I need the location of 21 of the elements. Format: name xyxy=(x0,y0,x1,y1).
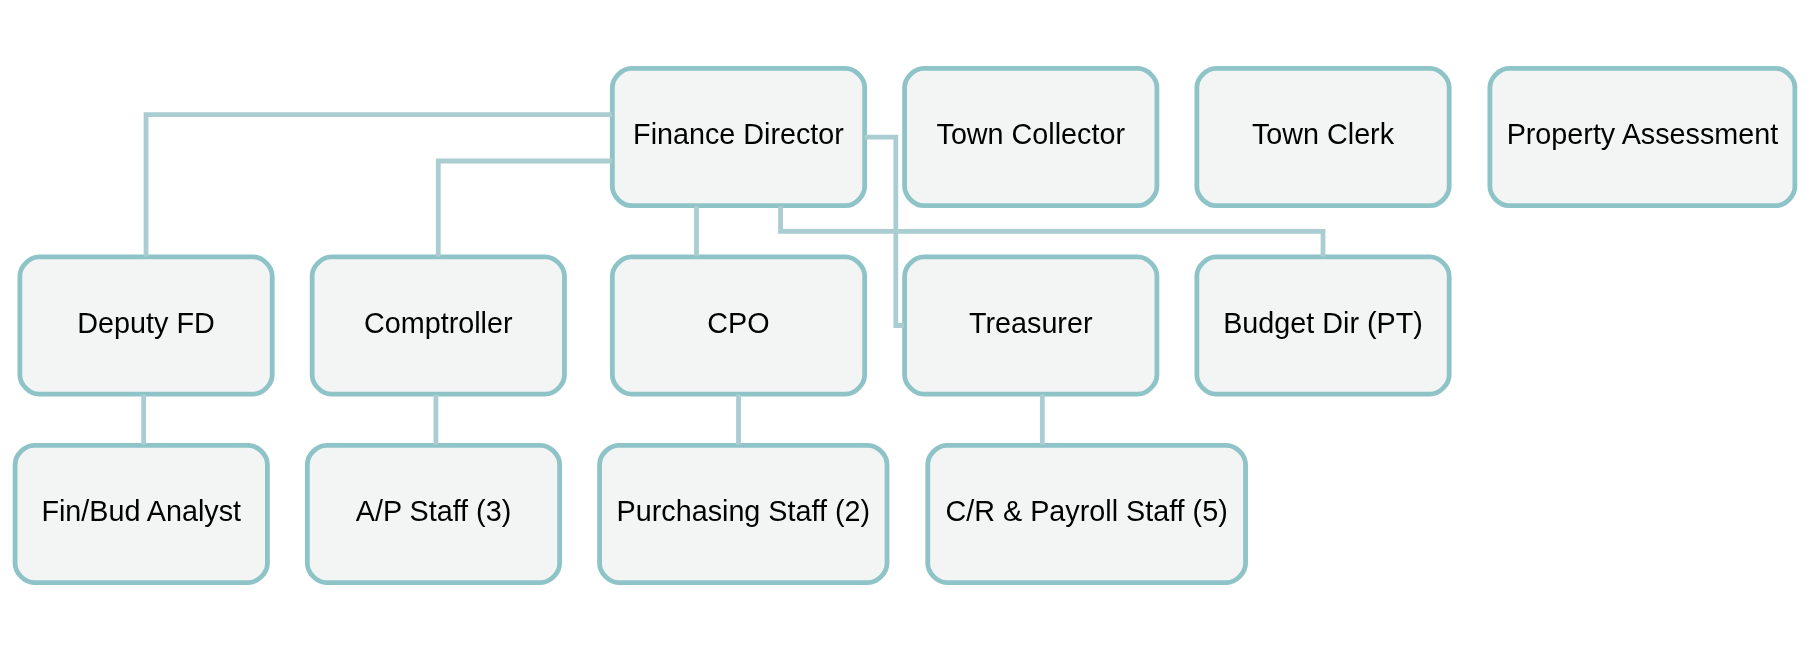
connector xyxy=(694,205,699,256)
node-box: Property Assessment xyxy=(1487,65,1798,208)
connector xyxy=(435,158,613,257)
node-box: Fin/Bud Analyst xyxy=(12,442,270,585)
connector xyxy=(1039,394,1045,445)
node-box: Town Clerk xyxy=(1194,65,1452,208)
connector xyxy=(778,205,1326,257)
node-box: Deputy FD xyxy=(17,253,275,397)
node-box: Town Collector xyxy=(902,65,1160,208)
node-box: Budget Dir (PT) xyxy=(1194,253,1452,397)
node-box: Comptroller xyxy=(309,253,567,397)
node-box: A/P Staff (3) xyxy=(304,442,563,585)
node-box: Treasurer xyxy=(902,253,1160,397)
node-box: CPO xyxy=(609,253,868,397)
node-box: Finance Director xyxy=(609,65,868,208)
connector xyxy=(141,394,147,445)
connector xyxy=(143,111,613,256)
node-box: Purchasing Staff (2) xyxy=(597,442,890,585)
connector xyxy=(433,394,439,445)
connector xyxy=(736,394,741,445)
node-box: C/R & Payroll Staff (5) xyxy=(925,442,1248,585)
